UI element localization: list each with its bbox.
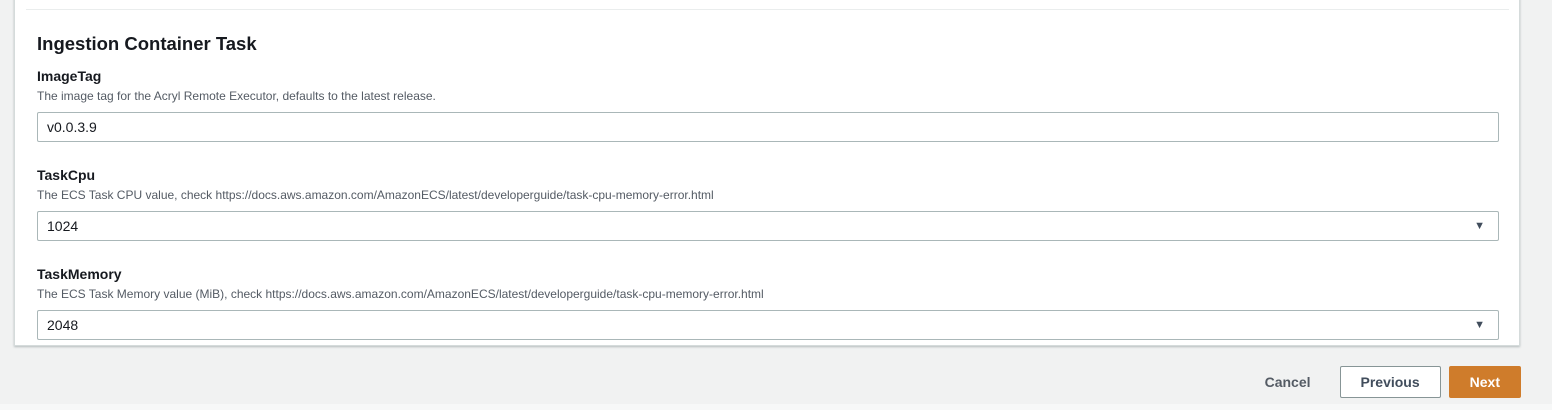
wizard-footer-actions: Cancel Previous Next (1261, 366, 1521, 398)
taskcpu-select[interactable]: 1024 ▼ (37, 211, 1499, 241)
parameters-section-card: Ingestion Container Task ImageTag The im… (14, 0, 1520, 346)
taskmemory-selected-value: 2048 (47, 317, 79, 333)
taskcpu-label: TaskCpu (37, 167, 96, 183)
previous-button[interactable]: Previous (1339, 366, 1441, 398)
ingestion-container-task-section: Ingestion Container Task ImageTag The im… (15, 33, 1519, 340)
chevron-down-icon: ▼ (1474, 318, 1485, 331)
taskmemory-label: TaskMemory (37, 266, 122, 282)
field-imagetag: ImageTag The image tag for the Acryl Rem… (37, 67, 1499, 142)
imagetag-description: The image tag for the Acryl Remote Execu… (37, 89, 436, 103)
field-taskcpu: TaskCpu The ECS Task CPU value, check ht… (37, 166, 1499, 241)
section-divider (26, 9, 1509, 10)
page-bottom-strip (0, 404, 1552, 410)
taskcpu-description: The ECS Task CPU value, check https://do… (37, 188, 714, 202)
taskmemory-select[interactable]: 2048 ▼ (37, 310, 1499, 340)
field-taskmemory: TaskMemory The ECS Task Memory value (Mi… (37, 265, 1499, 340)
taskmemory-description: The ECS Task Memory value (MiB), check h… (37, 287, 764, 301)
section-title: Ingestion Container Task (37, 33, 257, 54)
taskcpu-selected-value: 1024 (47, 218, 79, 234)
chevron-down-icon: ▼ (1474, 219, 1485, 232)
imagetag-label: ImageTag (37, 68, 102, 84)
imagetag-input[interactable] (37, 112, 1499, 142)
cancel-button[interactable]: Cancel (1261, 367, 1315, 397)
next-button[interactable]: Next (1448, 366, 1521, 398)
